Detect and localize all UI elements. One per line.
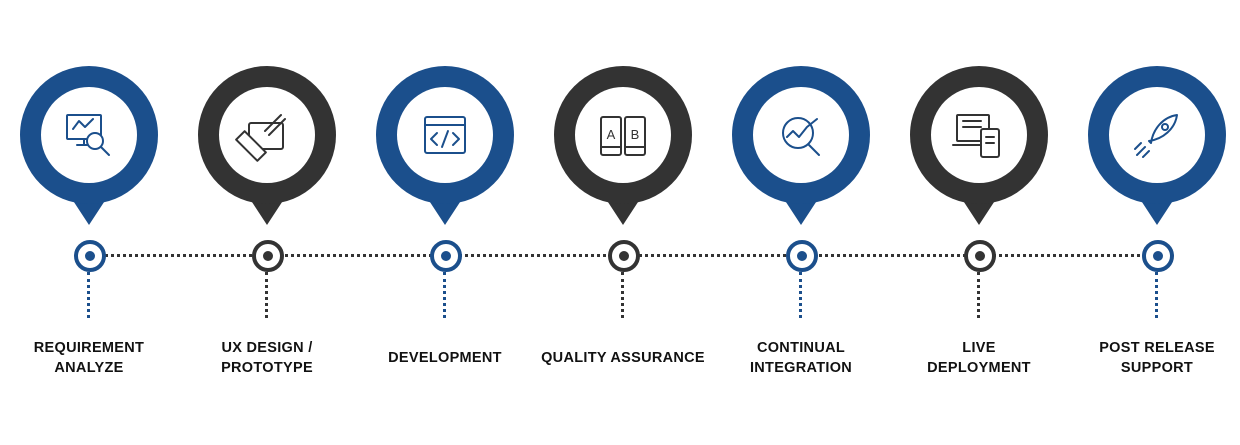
step-connector bbox=[265, 272, 268, 318]
step-pin bbox=[198, 66, 336, 225]
step-marker bbox=[786, 240, 818, 272]
timeline-step: UX DESIGN / PROTOTYPE bbox=[178, 0, 356, 445]
step-marker bbox=[430, 240, 462, 272]
step-label: POST RELEASE SUPPORT bbox=[1068, 338, 1240, 378]
design-pencil-ruler-icon bbox=[235, 114, 286, 162]
step-marker bbox=[964, 240, 996, 272]
timeline-step: CONTINUAL INTEGRATION bbox=[712, 0, 890, 445]
step-label-line: UX DESIGN / bbox=[221, 340, 313, 356]
step-label-line: PROTOTYPE bbox=[221, 360, 313, 376]
monitor-search-icon bbox=[66, 114, 110, 156]
step-label-line: LIVE bbox=[962, 340, 996, 356]
step-pin bbox=[20, 66, 158, 225]
svg-text:A: A bbox=[607, 127, 616, 142]
step-pin bbox=[1088, 66, 1226, 225]
step-label: DEVELOPMENT bbox=[356, 348, 534, 368]
step-label-line: DEPLOYMENT bbox=[927, 360, 1031, 376]
step-label-line: REQUIREMENT bbox=[33, 340, 145, 356]
step-connector bbox=[799, 272, 802, 318]
timeline-step: DEVELOPMENT bbox=[356, 0, 534, 445]
step-label: CONTINUAL INTEGRATION bbox=[712, 338, 890, 378]
step-label: QUALITY ASSURANCE bbox=[534, 348, 712, 368]
step-label: UX DESIGN / PROTOTYPE bbox=[178, 338, 356, 378]
timeline-step: REQUIREMENT ANALYZE bbox=[0, 0, 178, 445]
step-pin bbox=[376, 66, 514, 225]
step-pin bbox=[910, 66, 1048, 225]
step-label: LIVE DEPLOYMENT bbox=[890, 338, 1068, 378]
analytics-search-icon bbox=[782, 117, 820, 156]
step-label-line: SUPPORT bbox=[1120, 360, 1194, 376]
devices-icon bbox=[952, 114, 1000, 158]
rocket-icon bbox=[1134, 114, 1178, 158]
step-connector bbox=[443, 272, 446, 318]
step-pin bbox=[732, 66, 870, 225]
step-label-line: QUALITY ASSURANCE bbox=[541, 350, 705, 366]
step-connector bbox=[977, 272, 980, 318]
step-label: REQUIREMENT ANALYZE bbox=[0, 338, 178, 378]
step-label-line: DEVELOPMENT bbox=[388, 350, 502, 366]
timeline-step: LIVE DEPLOYMENT bbox=[890, 0, 1068, 445]
step-label-line: ANALYZE bbox=[54, 360, 124, 376]
timeline-step: POST RELEASE SUPPORT bbox=[1068, 0, 1240, 445]
step-label-line: INTEGRATION bbox=[749, 360, 853, 376]
step-marker bbox=[74, 240, 106, 272]
step-connector bbox=[621, 272, 624, 318]
step-marker bbox=[1142, 240, 1174, 272]
step-connector bbox=[87, 272, 90, 318]
step-marker bbox=[608, 240, 640, 272]
svg-text:B: B bbox=[631, 127, 640, 142]
step-connector bbox=[1155, 272, 1158, 318]
code-window-icon bbox=[424, 116, 466, 154]
step-label-line: POST RELEASE bbox=[1099, 340, 1215, 356]
step-marker bbox=[252, 240, 284, 272]
step-label-line: CONTINUAL bbox=[756, 340, 846, 356]
